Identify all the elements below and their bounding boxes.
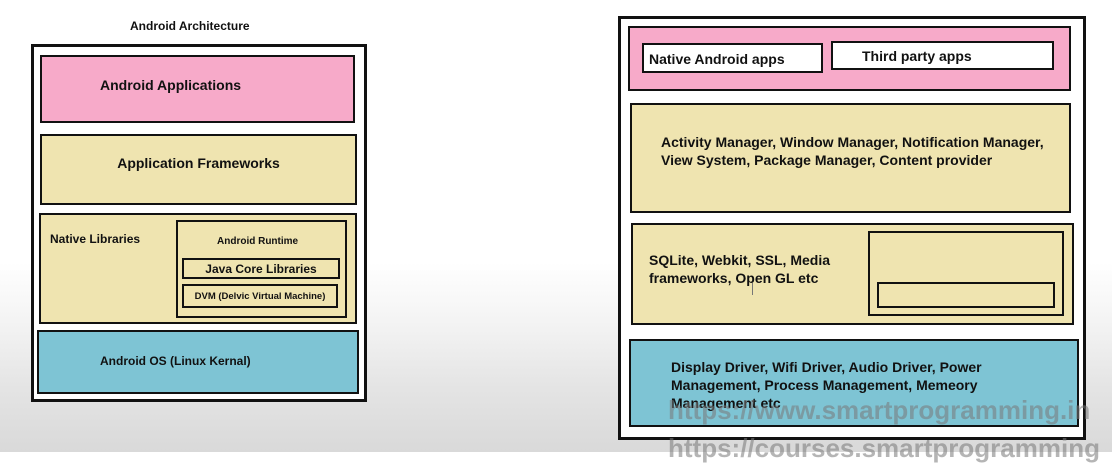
watermark-line-2: https://courses.smartprogramming — [668, 433, 1100, 463]
drivers-layer: Display Driver, Wifi Driver, Audio Drive… — [629, 339, 1079, 427]
android-runtime-label: Android Runtime — [217, 236, 299, 247]
application-frameworks-layer: Application Frameworks — [40, 134, 357, 205]
watermark-line-1: https://www.smartprogramming.in — [668, 395, 1091, 425]
native-android-apps-label: Native Android apps — [649, 51, 785, 67]
android-os-layer: Android OS (Linux Kernal) — [37, 330, 359, 394]
android-applications-label: Android Applications — [100, 77, 242, 93]
java-core-libraries-box: Java Core Libraries — [182, 258, 340, 279]
android-applications-layer: Android Applications — [40, 55, 355, 123]
java-core-libraries-label: Java Core Libraries — [205, 261, 317, 276]
native-android-apps-box: Native Android apps — [642, 43, 823, 73]
third-party-apps-label: Third party apps — [862, 48, 972, 64]
native-libraries-label: Native Libraries — [50, 232, 141, 246]
drivers-text: Display Driver, Wifi Driver, Audio Drive… — [671, 359, 982, 411]
libraries-text: SQLite, Webkit, SSL, Media frameworks, O… — [649, 252, 830, 286]
left-diagram-title: Android Architecture — [130, 19, 250, 33]
framework-services-text: Activity Manager, Window Manager, Notifi… — [661, 134, 1044, 168]
text-cursor-icon — [752, 283, 755, 295]
framework-services-layer: Activity Manager, Window Manager, Notifi… — [630, 103, 1071, 213]
runtime-inner-placeholder-box — [877, 282, 1055, 308]
third-party-apps-box: Third party apps — [831, 41, 1054, 70]
application-frameworks-label: Application Frameworks — [117, 155, 280, 171]
android-os-label: Android OS (Linux Kernal) — [100, 354, 251, 368]
dvm-label: DVM (Delvic Virtual Machine) — [194, 290, 326, 302]
dvm-box: DVM (Delvic Virtual Machine) — [182, 284, 338, 308]
